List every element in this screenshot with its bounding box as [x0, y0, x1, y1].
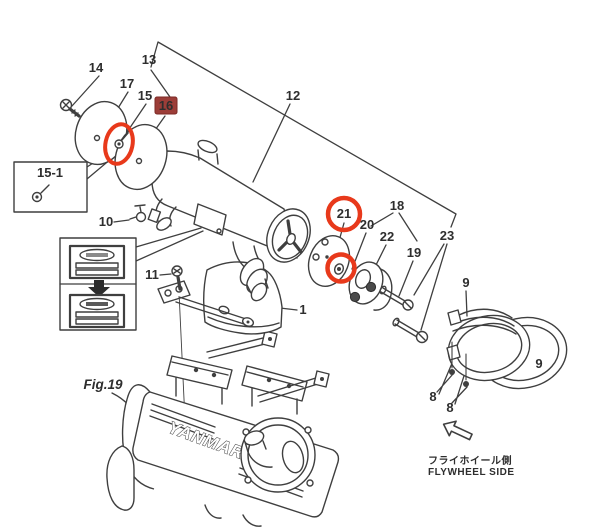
nameplate-detail-box [59, 237, 137, 331]
gasket-discs [59, 98, 168, 191]
part-label-8-right[interactable]: 8 [446, 400, 453, 415]
part-label-9-top[interactable]: 9 [462, 275, 469, 290]
part-label-9-right[interactable]: 9 [535, 356, 542, 371]
flange-nut-22b [349, 291, 361, 303]
part-label-1[interactable]: 1 [299, 302, 306, 317]
part-label-18[interactable]: 18 [390, 198, 404, 213]
gasket-disc-15 [114, 123, 168, 191]
elbow-flange-20 [348, 261, 384, 305]
nameplate-badge-bottom [79, 297, 115, 311]
bolt-11 [171, 265, 183, 291]
fig-label: Fig.19 [83, 377, 123, 392]
red-annotations [103, 122, 363, 284]
svg-text:16: 16 [159, 98, 173, 113]
flange-bolt-23 [392, 317, 429, 344]
muffler-body [129, 139, 311, 302]
clamp-bolt-8a [449, 369, 455, 375]
part-label-13[interactable]: 13 [142, 52, 156, 67]
detail-box-15-1 [13, 161, 88, 213]
part-label-20[interactable]: 20 [360, 217, 374, 232]
part-label-8-left[interactable]: 8 [429, 389, 436, 404]
part-label-14[interactable]: 14 [89, 60, 104, 75]
outlet-stub [197, 139, 218, 154]
flange-nut-22 [365, 281, 377, 293]
highlight-circle-21-washer [325, 252, 357, 284]
part-label-15-1[interactable]: 15-1 [37, 165, 63, 180]
flywheel-note-en: FLYWHEEL SIDE [428, 467, 515, 478]
flange-bolt-19 [379, 285, 414, 311]
exhaust-clamp [446, 308, 568, 390]
part-label-10[interactable]: 10 [99, 214, 113, 229]
part-labels: 14 13 17 15 16 15-1 12 10 11 1 18 21 20 … [37, 52, 543, 415]
engine-block: YANMAR [106, 330, 340, 527]
part-label-22[interactable]: 22 [380, 229, 394, 244]
drain-cock [129, 204, 147, 223]
stud-bolt-15 [114, 132, 129, 149]
part-label-19[interactable]: 19 [407, 245, 421, 260]
clamp-bolt-8b [463, 381, 469, 387]
highlight-circle-21 [325, 195, 363, 233]
highlight-circle-15 [103, 122, 135, 166]
muffler-nameplate [193, 203, 227, 236]
bolt-14 [59, 98, 81, 118]
part-label-16-selected[interactable]: 16 [154, 96, 178, 115]
part-label-15[interactable]: 15 [138, 88, 152, 103]
flywheel-note-jp: フライホイール側 [428, 454, 512, 467]
engine-foot [106, 445, 135, 511]
part-label-11[interactable]: 11 [145, 267, 159, 282]
nameplate-badge-top [79, 248, 115, 262]
flywheel-arrow-icon [442, 420, 473, 441]
flywheel-side-note: フライホイール側 FLYWHEEL SIDE [428, 420, 515, 478]
part-label-21[interactable]: 21 [337, 206, 351, 221]
down-arrow-icon [88, 280, 110, 297]
part-label-23[interactable]: 23 [440, 228, 454, 243]
part-label-17[interactable]: 17 [120, 76, 134, 91]
seal-washer-21 [333, 263, 345, 275]
part-label-12[interactable]: 12 [286, 88, 300, 103]
